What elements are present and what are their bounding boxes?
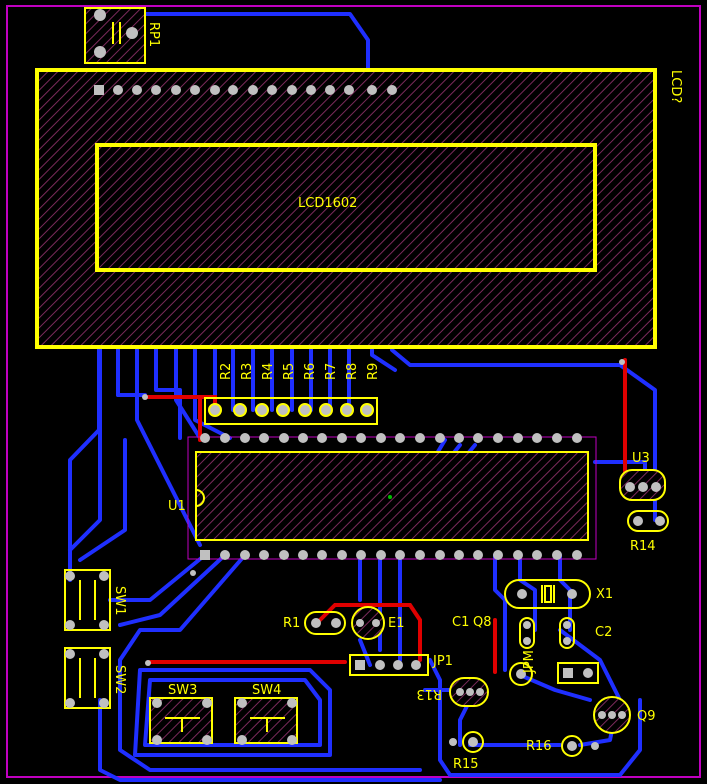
jpm-label: JPM <box>522 650 537 674</box>
u1-pins <box>200 433 582 560</box>
u1-footprint <box>187 436 597 560</box>
e1-footprint <box>351 606 385 640</box>
x1-label: X1 <box>596 587 613 602</box>
r16-label: R16 <box>526 739 552 754</box>
r4-label: R4 <box>261 363 276 380</box>
r9-label: R9 <box>366 363 381 380</box>
r15-label: R15 <box>453 757 479 772</box>
r8-label: R8 <box>345 363 360 380</box>
sw2-label: SW2 <box>112 665 127 694</box>
r13-footprint <box>449 677 489 707</box>
x1-footprint <box>504 579 591 609</box>
c2-label: C2 <box>595 625 612 640</box>
jp1-footprint <box>349 654 429 676</box>
r16-footprint <box>561 735 599 757</box>
r6-label: R6 <box>303 363 318 380</box>
rp1-label: RP1 <box>146 22 161 47</box>
lcd-ref-label: LCD? <box>668 70 683 103</box>
r3-label: R3 <box>240 363 255 380</box>
sw2-footprint <box>64 647 111 709</box>
u1-body <box>195 451 589 541</box>
sw4-label: SW4 <box>252 683 281 698</box>
c2-footprint <box>559 617 575 649</box>
sw3-footprint <box>149 697 213 745</box>
sw1-footprint <box>64 569 111 631</box>
r14-label: R14 <box>630 539 656 554</box>
q8-label: Q8 <box>473 615 492 630</box>
lcd-pins <box>94 85 397 95</box>
r1-footprint <box>304 611 346 635</box>
rp1-pads <box>94 9 138 58</box>
u1-label: U1 <box>168 499 186 514</box>
sw4-footprint <box>234 697 298 745</box>
board-outline <box>6 5 701 778</box>
vias <box>142 359 625 666</box>
r14-footprint <box>627 510 669 532</box>
q9-label: Q9 <box>637 709 656 724</box>
r1-label: R1 <box>283 616 300 631</box>
lcd-footprint <box>35 68 657 349</box>
r5-label: R5 <box>282 363 297 380</box>
resistor-array: R2 R3 R4 R5 R6 R7 R8 R9 <box>204 363 381 425</box>
jpm-footprint <box>509 662 599 686</box>
e1-label: E1 <box>388 616 405 631</box>
q9-footprint <box>593 696 631 734</box>
r2-label: R2 <box>219 363 234 380</box>
lcd-window <box>95 143 597 272</box>
sw1-label: SW1 <box>112 586 127 615</box>
c1-footprint <box>519 617 535 649</box>
u3-pins <box>625 482 661 492</box>
sw3-label: SW3 <box>168 683 197 698</box>
c1-label: C1 <box>452 615 469 630</box>
u3-label: U3 <box>632 451 650 466</box>
r13-label: R13 <box>416 686 442 701</box>
r7-label: R7 <box>324 363 339 380</box>
lcd-part-label: LCD1602 <box>298 196 357 211</box>
r15-footprint <box>449 731 484 753</box>
jp1-label: JP1 <box>432 654 453 669</box>
